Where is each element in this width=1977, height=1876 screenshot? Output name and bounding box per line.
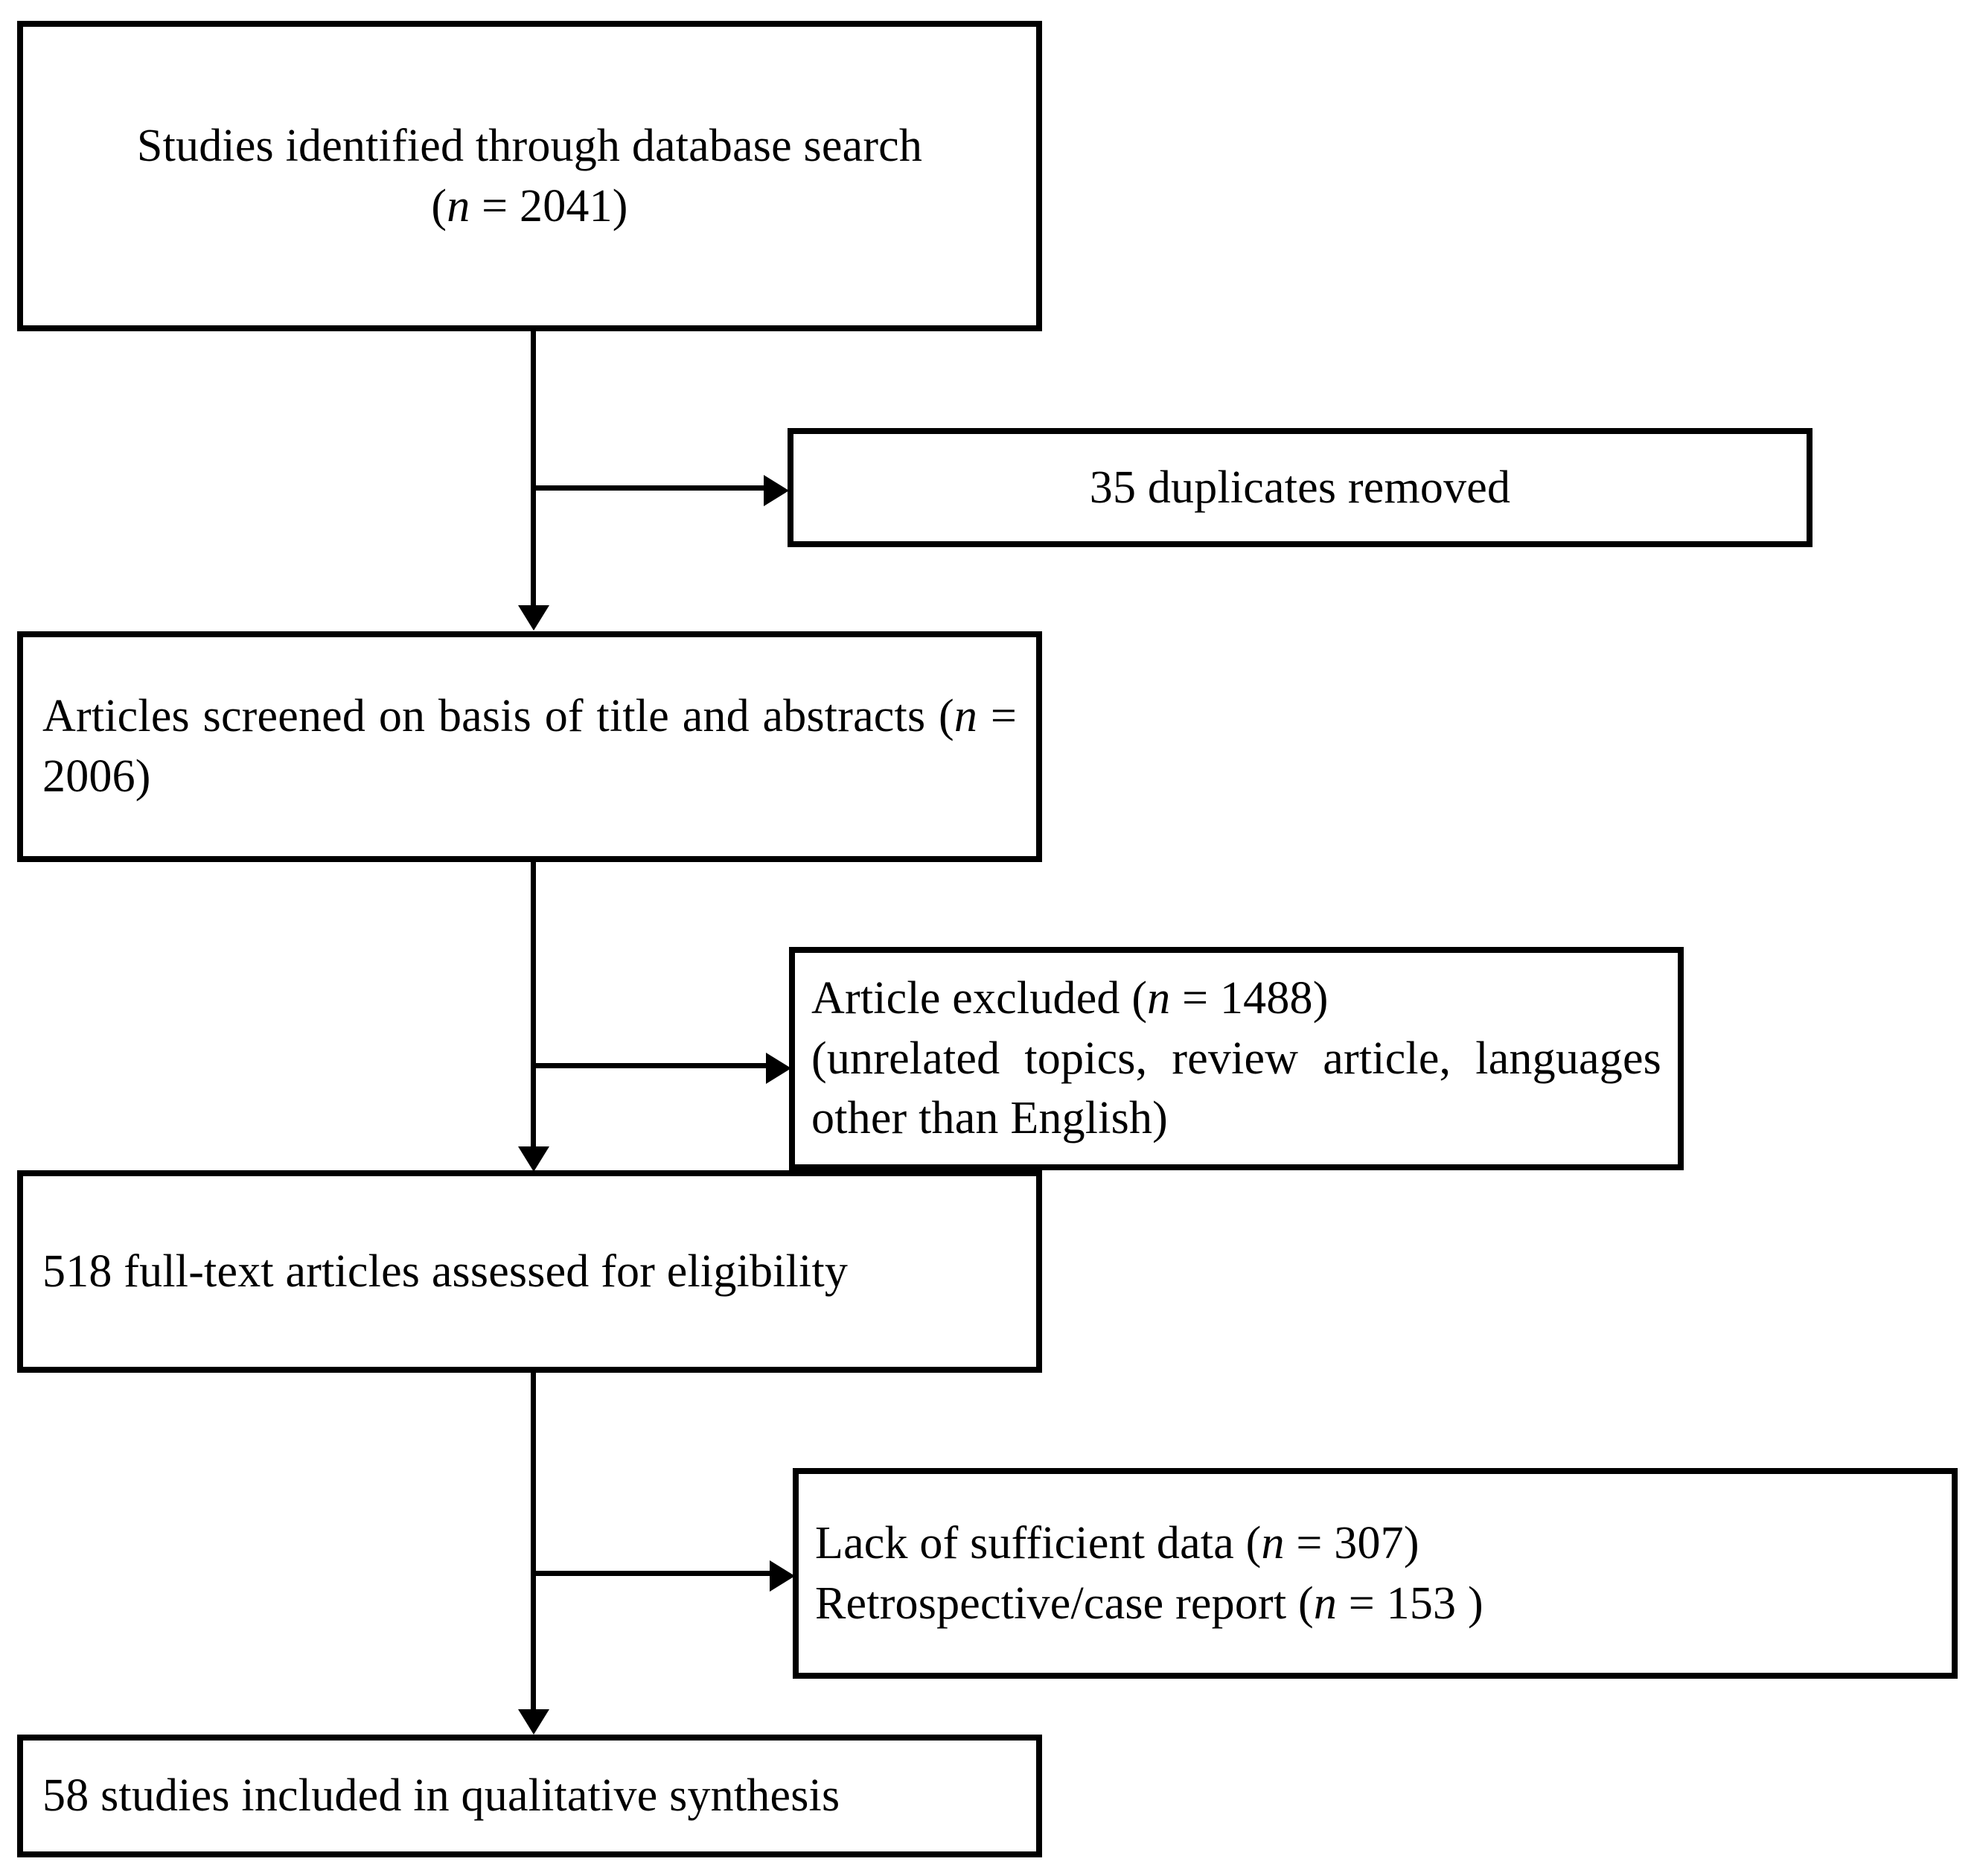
n-symbol: n bbox=[1261, 1517, 1285, 1569]
connector-fulltext-to-included bbox=[531, 1373, 536, 1709]
node-article-excluded-text: Article excluded (n = 1488) (unrelated t… bbox=[795, 969, 1678, 1149]
studies-identified-line1: Studies identified through database sear… bbox=[136, 120, 923, 171]
node-eligibility-excluded: Lack of sufficient data (n = 307) Retros… bbox=[793, 1468, 1958, 1679]
node-articles-screened: Articles screened on basis of title and … bbox=[17, 631, 1042, 862]
n-value-307: = 307) bbox=[1284, 1517, 1419, 1569]
node-duplicates-removed-text: 35 duplicates removed bbox=[1089, 462, 1511, 513]
arrowhead-into-eligibility-excluded bbox=[770, 1560, 795, 1592]
eligibility-excluded-line2: Retrospective/case report (n = 153 ) bbox=[815, 1574, 1935, 1634]
arrowhead-into-included bbox=[518, 1709, 549, 1735]
node-article-excluded: Article excluded (n = 1488) (unrelated t… bbox=[789, 947, 1684, 1170]
node-eligibility-excluded-text: Lack of sufficient data (n = 307) Retros… bbox=[799, 1513, 1952, 1633]
node-duplicates-removed: 35 duplicates removed bbox=[788, 428, 1812, 547]
node-fulltext-assessed: 518 full-text articles assessed for elig… bbox=[17, 1170, 1042, 1373]
connector-identified-to-screened bbox=[531, 331, 536, 605]
article-excluded-reasons: (unrelated topics, review article, langu… bbox=[811, 1033, 1661, 1144]
node-studies-identified-text: Studies identified through database sear… bbox=[23, 116, 1036, 236]
connector-screened-to-fulltext bbox=[531, 862, 536, 1146]
node-studies-identified: Studies identified through database sear… bbox=[17, 21, 1042, 331]
eligibility-excluded-line1: Lack of sufficient data (n = 307) bbox=[815, 1513, 1935, 1574]
arrowhead-into-article-excluded bbox=[766, 1053, 791, 1084]
arrowhead-into-fulltext bbox=[518, 1146, 549, 1172]
connector-fulltext-to-eligibility-excluded bbox=[531, 1571, 776, 1576]
n-value-153: = 153 ) bbox=[1337, 1577, 1483, 1629]
n-symbol: n bbox=[447, 180, 470, 232]
arrowhead-into-duplicates bbox=[764, 475, 789, 506]
node-fulltext-assessed-text: 518 full-text articles assessed for elig… bbox=[42, 1245, 849, 1297]
articles-screened-part1: Articles screened on basis of title and … bbox=[42, 691, 954, 742]
node-articles-screened-text: Articles screened on basis of title and … bbox=[23, 686, 1036, 806]
node-studies-included: 58 studies included in qualitative synth… bbox=[17, 1735, 1042, 1857]
arrowhead-into-screened bbox=[518, 605, 549, 631]
lack-data-part1: Lack of sufficient data ( bbox=[815, 1517, 1262, 1569]
connector-screened-to-article-excluded bbox=[531, 1063, 773, 1068]
n-symbol: n bbox=[1147, 973, 1171, 1024]
n-value-1488: = 1488) bbox=[1170, 973, 1329, 1024]
node-studies-included-text: 58 studies included in qualitative synth… bbox=[42, 1770, 840, 1822]
n-symbol: n bbox=[954, 691, 978, 742]
paren-open: ( bbox=[431, 180, 447, 232]
studies-identified-line2: (n = 2041) bbox=[42, 176, 1017, 237]
n-symbol: n bbox=[1313, 1577, 1338, 1629]
article-excluded-part1: Article excluded ( bbox=[811, 973, 1148, 1024]
n-value-2041: = 2041) bbox=[470, 180, 628, 232]
retrospective-part1: Retrospective/case report ( bbox=[815, 1577, 1314, 1629]
connector-identified-to-duplicates bbox=[531, 485, 770, 491]
n-value-2006: = 2006) bbox=[42, 691, 1017, 802]
